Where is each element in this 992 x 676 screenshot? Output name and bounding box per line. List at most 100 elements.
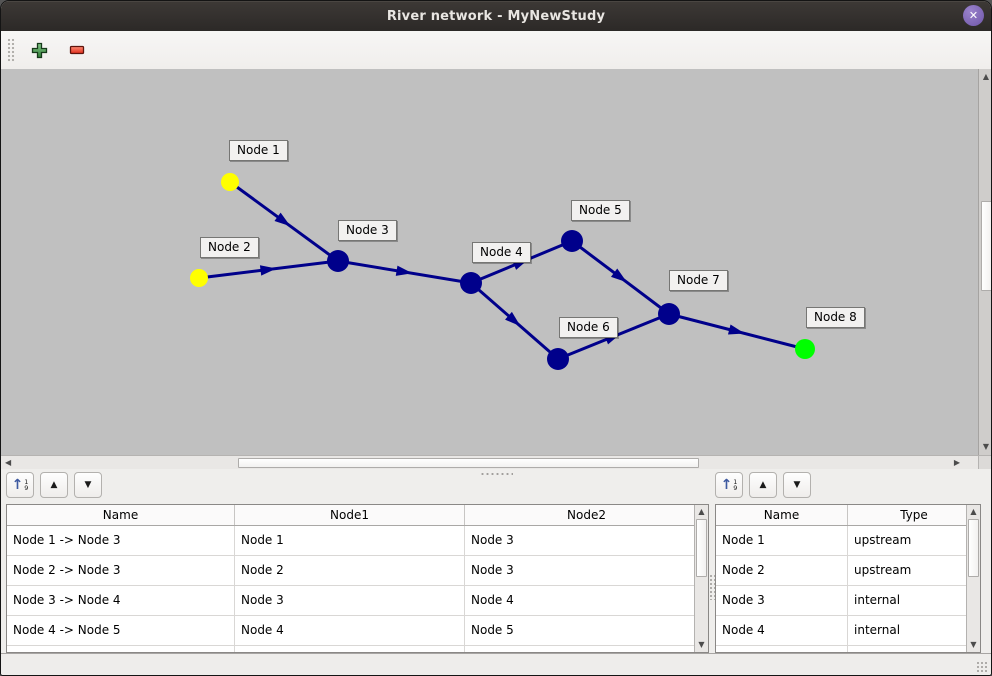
toolbar-drag-handle[interactable] xyxy=(7,38,15,62)
table-row[interactable]: Node 4 internal xyxy=(716,616,966,646)
node-label: Node 5 xyxy=(571,200,630,221)
table-cell[interactable]: Node 3 xyxy=(716,586,848,615)
table-cell[interactable]: Node 4 xyxy=(235,616,465,645)
nodes-move-down-button[interactable]: ▼ xyxy=(783,472,811,498)
table-cell[interactable]: Node 2 xyxy=(716,556,848,585)
add-node-button[interactable] xyxy=(25,36,53,64)
edge-arrow-icon xyxy=(505,311,521,327)
vertical-scroll-thumb[interactable] xyxy=(981,201,991,291)
table-cell[interactable]: Node 3 -> Node 4 xyxy=(7,586,235,615)
table-cell[interactable]: Node 3 xyxy=(235,586,465,615)
network-node-node-2[interactable] xyxy=(190,269,208,287)
table-cell[interactable]: upstream xyxy=(854,563,912,577)
title-bar[interactable]: River network - MyNewStudy ✕ xyxy=(1,1,991,31)
sort-icon: ↑ 1 9 xyxy=(720,477,738,493)
edge-arrow-icon xyxy=(610,268,627,283)
scroll-right-icon[interactable]: ▶ xyxy=(953,458,960,467)
node-label: Node 2 xyxy=(200,237,259,258)
table-cell[interactable] xyxy=(465,646,694,652)
scrollbar-corner xyxy=(978,455,991,469)
scroll-up-icon[interactable]: ▲ xyxy=(982,72,990,81)
node-label: Node 3 xyxy=(338,220,397,241)
close-icon: ✕ xyxy=(968,9,979,22)
remove-minus-icon xyxy=(69,44,86,56)
vertical-scroll-thumb[interactable] xyxy=(968,519,979,577)
nodes-toolbar: ↑ 1 9 ▲ ▼ xyxy=(715,472,811,498)
branches-move-up-button[interactable]: ▲ xyxy=(40,472,68,498)
table-row-partial[interactable] xyxy=(7,646,694,652)
node-label: Node 8 xyxy=(806,307,865,328)
column-header[interactable]: Name xyxy=(7,505,235,525)
table-cell[interactable]: Node 4 xyxy=(471,593,514,607)
canvas-vertical-scrollbar[interactable]: ▲ ▼ xyxy=(978,69,991,455)
scroll-down-icon[interactable]: ▼ xyxy=(970,640,977,649)
table-cell[interactable]: Node 2 -> Node 3 xyxy=(7,556,235,585)
nodes-table-scrollbar[interactable]: ▲ ▼ xyxy=(966,505,980,652)
scroll-up-icon[interactable]: ▲ xyxy=(970,507,977,516)
table-cell[interactable]: Node 2 xyxy=(235,556,465,585)
status-bar xyxy=(1,653,991,675)
close-button[interactable]: ✕ xyxy=(963,5,984,26)
down-triangle-icon: ▼ xyxy=(793,479,801,490)
scroll-down-icon[interactable]: ▼ xyxy=(982,442,990,451)
table-row[interactable]: Node 2 upstream xyxy=(716,556,966,586)
branches-sort-button[interactable]: ↑ 1 9 xyxy=(6,472,34,498)
table-cell[interactable]: Node 4 xyxy=(716,616,848,645)
nodes-move-up-button[interactable]: ▲ xyxy=(749,472,777,498)
table-cell[interactable]: Node 5 xyxy=(471,623,514,637)
window-resize-grip[interactable] xyxy=(976,661,988,673)
vertical-scroll-thumb[interactable] xyxy=(696,519,707,577)
table-cell[interactable] xyxy=(848,646,966,652)
panel-splitter-handle[interactable] xyxy=(479,471,513,475)
canvas-horizontal-scrollbar[interactable]: ◀ ▶ xyxy=(1,455,978,469)
branches-move-down-button[interactable]: ▼ xyxy=(74,472,102,498)
table-cell[interactable]: Node 3 xyxy=(471,533,514,547)
table-cell[interactable] xyxy=(716,646,848,652)
table-row[interactable]: Node 3 internal xyxy=(716,586,966,616)
table-row[interactable]: Node 1 upstream xyxy=(716,526,966,556)
column-header[interactable]: Name xyxy=(716,505,848,525)
network-node-node-5[interactable] xyxy=(561,230,583,252)
node-label: Node 6 xyxy=(559,317,618,338)
network-node-node-1[interactable] xyxy=(221,173,239,191)
branches-table-scrollbar[interactable]: ▲ ▼ xyxy=(694,505,708,652)
remove-node-button[interactable] xyxy=(63,36,91,64)
scroll-up-icon[interactable]: ▲ xyxy=(698,507,705,516)
window-title: River network - MyNewStudy xyxy=(386,8,606,24)
node-label: Node 1 xyxy=(229,140,288,161)
table-cell[interactable]: Node 4 -> Node 5 xyxy=(7,616,235,645)
column-header[interactable]: Node2 xyxy=(567,508,606,522)
add-plus-icon xyxy=(31,42,48,59)
down-triangle-icon: ▼ xyxy=(84,479,92,490)
table-row-partial[interactable] xyxy=(716,646,966,652)
sort-icon: ↑ 1 9 xyxy=(11,477,29,493)
table-cell[interactable]: Node 1 -> Node 3 xyxy=(7,526,235,555)
column-header[interactable]: Node1 xyxy=(235,505,465,525)
network-node-node-3[interactable] xyxy=(327,250,349,272)
column-header[interactable]: Type xyxy=(900,508,928,522)
network-node-node-8[interactable] xyxy=(795,339,815,359)
scroll-left-icon[interactable]: ◀ xyxy=(5,458,12,467)
network-node-node-7[interactable] xyxy=(658,303,680,325)
table-cell[interactable]: internal xyxy=(854,623,901,637)
nodes-sort-button[interactable]: ↑ 1 9 xyxy=(715,472,743,498)
scroll-down-icon[interactable]: ▼ xyxy=(698,640,705,649)
table-cell[interactable]: Node 3 xyxy=(471,563,514,577)
table-cell[interactable] xyxy=(7,646,235,652)
table-cell[interactable]: upstream xyxy=(854,533,912,547)
tables-splitter-handle[interactable] xyxy=(709,574,715,600)
network-node-node-6[interactable] xyxy=(547,348,569,370)
table-cell[interactable]: Node 1 xyxy=(716,526,848,555)
table-cell[interactable]: Node 1 xyxy=(235,526,465,555)
network-node-node-4[interactable] xyxy=(460,272,482,294)
table-cell[interactable]: internal xyxy=(854,593,901,607)
table-cell[interactable] xyxy=(235,646,465,652)
horizontal-scroll-thumb[interactable] xyxy=(238,458,699,468)
